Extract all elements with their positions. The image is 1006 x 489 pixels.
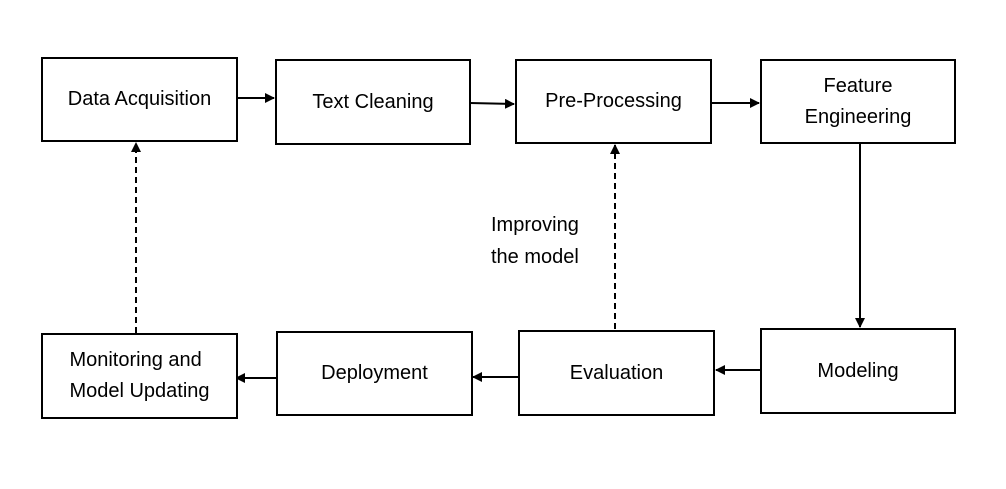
node-pre-processing: Pre-Processing: [515, 59, 712, 144]
node-feature-engineering: Feature Engineering: [760, 59, 956, 144]
node-monitoring-model-updating: Monitoring and Model Updating: [41, 333, 238, 419]
node-evaluation: Evaluation: [518, 330, 715, 416]
feedback-label: Improving the model: [491, 214, 579, 268]
node-deployment: Deployment: [276, 331, 473, 416]
node-text-cleaning: Text Cleaning: [275, 59, 471, 145]
node-data-acquisition: Data Acquisition: [41, 57, 238, 142]
node-modeling: Modeling: [760, 328, 956, 414]
arrow-cleaning-to-preprocessing: [469, 98, 515, 109]
